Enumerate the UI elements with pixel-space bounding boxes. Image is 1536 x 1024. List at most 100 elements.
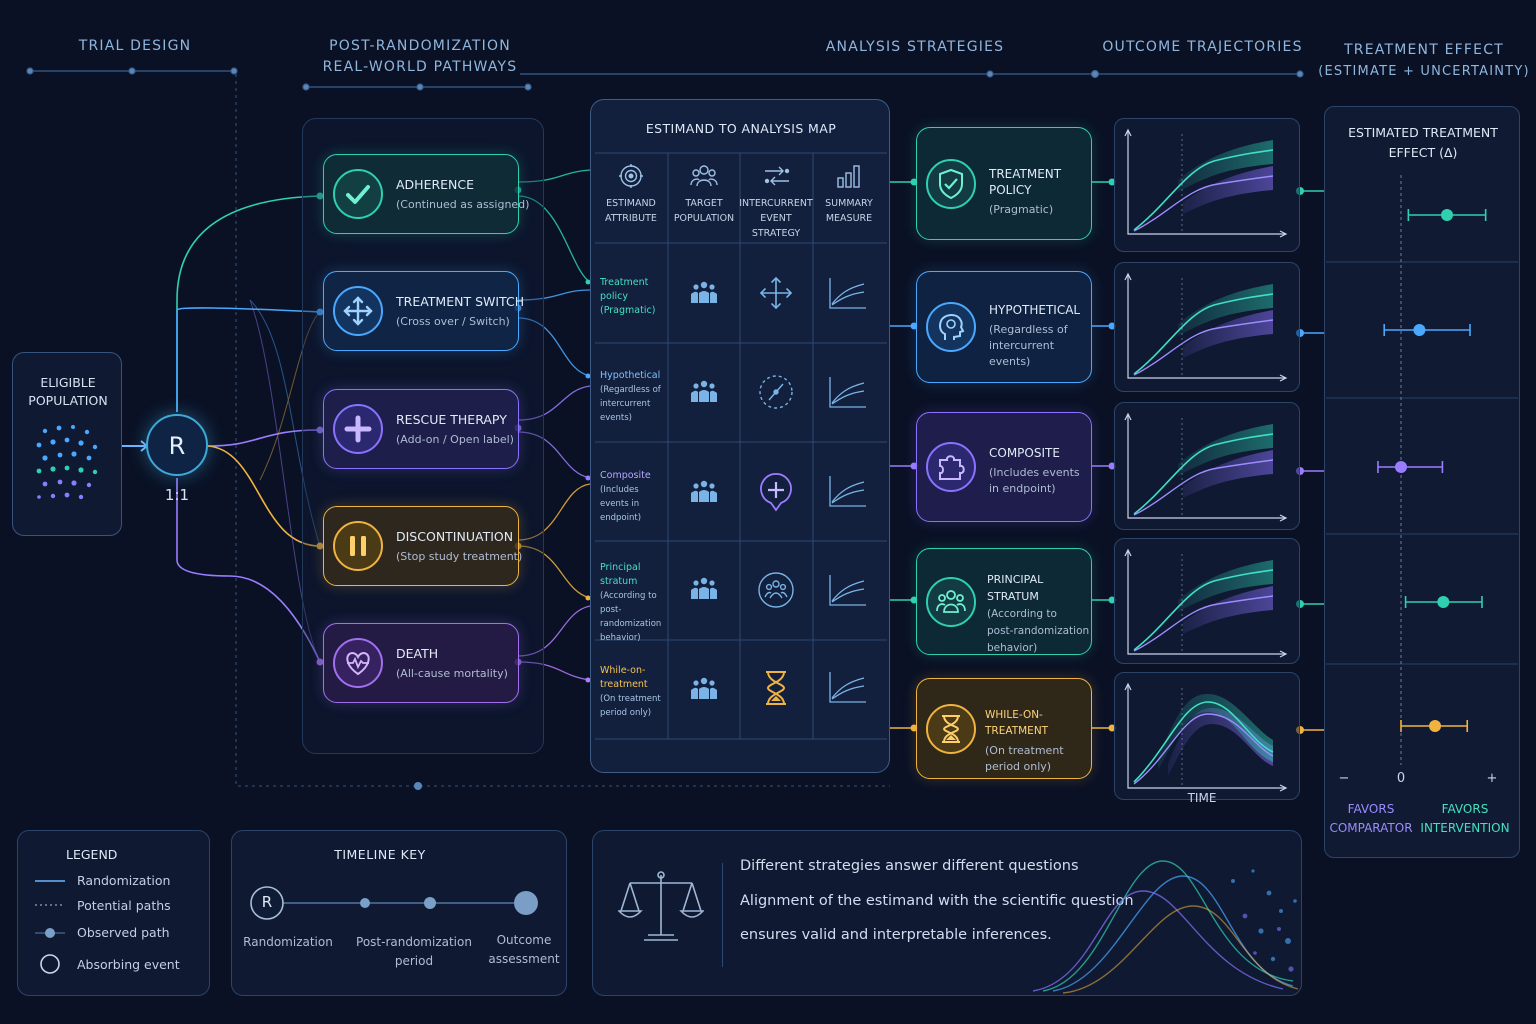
header-pathways-line1: POST-RANDOMIZATION <box>329 38 511 54</box>
switch-arrows-icon <box>333 286 383 336</box>
row-name: Treatment policy <box>600 277 649 302</box>
strategy-sub: (Includes events <box>989 466 1080 479</box>
decorative-density-waves <box>1033 860 1299 994</box>
trajectory-line-intervention <box>1133 569 1274 651</box>
eligible-population-card: ELIGIBLE POPULATION <box>12 352 122 536</box>
message-panel: Different strategies answer different qu… <box>592 830 1302 996</box>
timeline-key-graphic <box>250 886 538 920</box>
row-desc: (Regardless of intercurrent events) <box>600 385 661 423</box>
legend-item-randomization: Randomization <box>77 873 171 888</box>
map-row-while-on-treatment[interactable]: While-on-treatment(On treatment period o… <box>600 664 670 720</box>
map-grid <box>595 152 887 740</box>
eligible-line2: POPULATION <box>28 393 108 408</box>
map-row-hypothetical[interactable]: Hypothetical (Regardless of intercurrent … <box>600 369 670 425</box>
message-line1: Different strategies answer different qu… <box>740 858 1079 874</box>
pathway-treatment-switch[interactable]: TREATMENT SWITCH (Cross over / Switch) <box>323 271 524 351</box>
pathway-title: ADHERENCE <box>396 177 475 192</box>
timeline-key-panel: TIMELINE KEY R Randomization Post-random… <box>231 830 567 996</box>
strategy-title: TREATMENT POLICY <box>989 167 1062 197</box>
target-icon <box>619 164 643 188</box>
trajectory-line-comparator <box>1133 175 1274 232</box>
treatment-effect-panel: ESTIMATED TREATMENT EFFECT (Δ) <box>1324 106 1520 858</box>
key-line: Outcome <box>496 933 552 947</box>
pathway-discontinuation[interactable]: DISCONTINUATION (Stop study treatment) <box>323 506 522 586</box>
col-line: INTERCURRENT <box>739 198 813 209</box>
trajectory-line-intervention <box>1133 293 1274 375</box>
trajectory-panel-5 <box>1114 672 1300 800</box>
observed-path-dot-icon <box>45 928 55 938</box>
check-icon <box>333 169 383 219</box>
pathway-adherence[interactable]: ADHERENCE (Continued as assigned) <box>323 154 529 234</box>
effect-minus-label: − <box>1338 771 1350 786</box>
pathway-title: DEATH <box>396 646 439 661</box>
map-row-principal-stratum[interactable]: Principal stratum(According to post-rand… <box>600 561 670 645</box>
point-estimate <box>1441 209 1453 221</box>
col-line: ATTRIBUTE <box>605 213 657 224</box>
trajectory-line-intervention <box>1133 433 1274 515</box>
trajectory-line-comparator <box>1133 595 1274 652</box>
map-row-treatment-policy[interactable]: Treatment policy(Pragmatic) <box>600 276 668 318</box>
group-circle-icon <box>758 572 794 608</box>
shield-check-icon <box>926 158 976 209</box>
strategy-sub: (According to <box>987 608 1057 620</box>
mini-line-chart-icon <box>829 476 866 507</box>
randomization-circle-icon <box>250 886 284 920</box>
col-line: MEASURE <box>825 213 873 224</box>
point-estimate <box>1413 324 1426 336</box>
mini-line-chart-icon <box>829 377 866 408</box>
outcome-dot-icon <box>514 891 538 915</box>
people-group-icon <box>926 576 976 627</box>
plus-icon <box>333 404 383 454</box>
people-icon <box>691 380 717 402</box>
bar-chart-icon <box>837 165 860 188</box>
trajectory-arrowheads <box>1124 548 1288 658</box>
hourglass-icon <box>926 703 976 754</box>
pathway-sub: (Continued as assigned) <box>396 198 530 211</box>
header-pathways: POST-RANDOMIZATION REAL-WORLD PATHWAYS <box>300 36 540 78</box>
heart-pulse-icon <box>333 638 383 688</box>
trajectory-axes <box>1127 550 1286 655</box>
key-line: Post-randomization <box>356 935 472 949</box>
trajectory-line-comparator <box>1133 319 1274 376</box>
strategy-treatment-policy[interactable]: TREATMENT POLICY(Pragmatic) <box>916 127 1092 240</box>
absorbing-event-icon <box>40 954 60 974</box>
effect-plus-label: + <box>1486 771 1498 786</box>
row-name: Hypothetical <box>600 370 661 381</box>
hourglass-icon <box>766 671 786 705</box>
favors-line: FAVORS <box>1441 802 1489 816</box>
mini-line-chart-icon <box>829 672 866 703</box>
period-dot-icon <box>424 897 436 909</box>
message-line3: ensures valid and interpretable inferenc… <box>740 927 1052 943</box>
pathway-death[interactable]: DEATH (All-cause mortality) <box>323 623 519 703</box>
pause-icon <box>333 521 383 571</box>
legend-title: LEGEND <box>66 847 118 862</box>
strategy-sub: intercurrent events) <box>989 339 1055 368</box>
people-icon <box>691 577 717 599</box>
col-line: POPULATION <box>673 213 735 224</box>
pathway-rescue-therapy[interactable]: RESCUE THERAPY (Add-on / Open label) <box>323 389 519 469</box>
pathway-title: TREATMENT SWITCH <box>396 294 525 309</box>
header-treatment-effect: TREATMENT EFFECT (ESTIMATE + UNCERTAINTY… <box>1318 40 1530 82</box>
trajectory-arrowheads <box>1124 272 1288 382</box>
strategy-sub: post-randomization <box>987 625 1090 637</box>
pathway-title: DISCONTINUATION <box>396 529 514 544</box>
trajectory-line-comparator <box>1133 459 1274 516</box>
randomization-ratio: 1:1 <box>164 486 190 504</box>
map-title: ESTIMAND TO ANALYSIS MAP <box>645 121 837 136</box>
mini-line-chart-icon <box>829 575 866 606</box>
map-row-composite[interactable]: Composite(Includes events in endpoint) <box>600 469 668 525</box>
